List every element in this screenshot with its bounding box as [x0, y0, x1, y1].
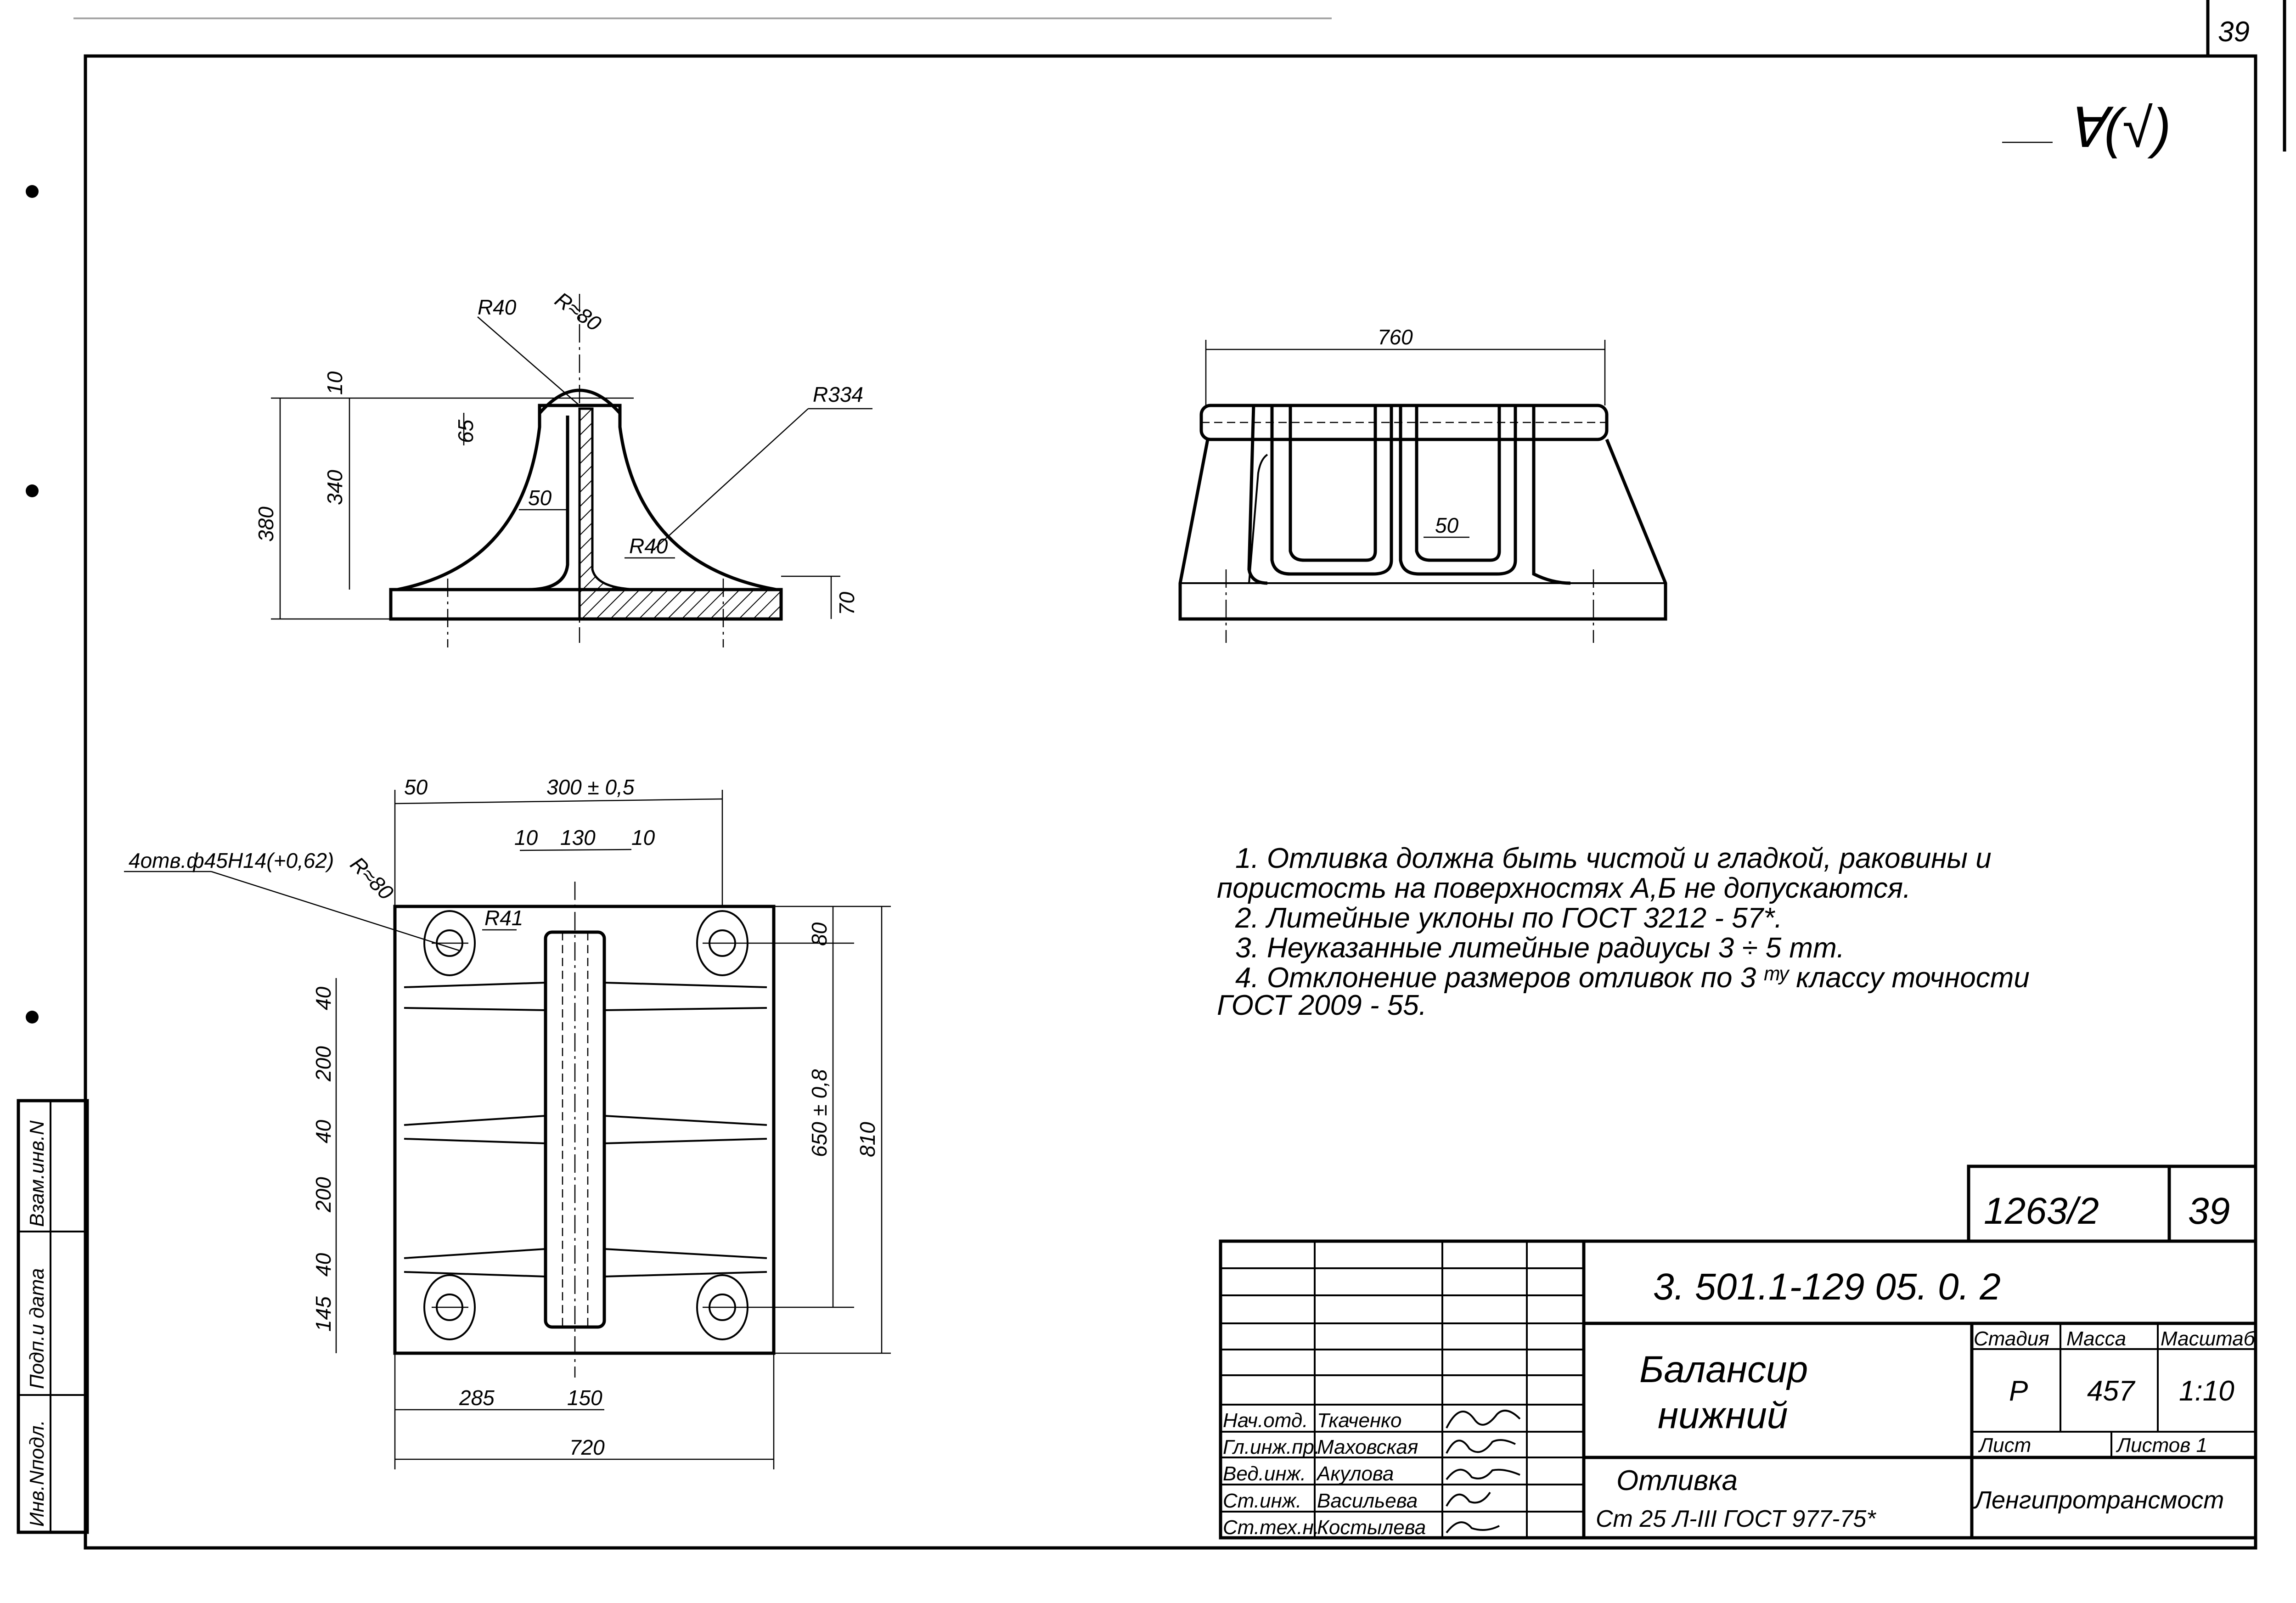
part-name-line2: нижний: [1658, 1395, 1788, 1436]
signatory-role: Нач.отд.: [1223, 1409, 1308, 1432]
signatory-role: Гл.инж.пр.: [1223, 1436, 1320, 1458]
sheets-count: Листов 1: [2116, 1434, 2207, 1457]
dim-150: 150: [567, 1386, 602, 1410]
part-name-line1: Балансир: [1639, 1349, 1808, 1390]
material-line1: Отливка: [1616, 1465, 1738, 1496]
stage-value: Р: [2009, 1375, 2028, 1407]
sheet-frame: [73, 0, 2286, 1550]
title-block: 1263/2 39 Нач.отд. Ткаченко Гл.инж.пр. М…: [1219, 1164, 2257, 1540]
dim-rib-50: 50: [1435, 513, 1459, 537]
mass-value: 457: [2087, 1375, 2136, 1407]
mounting-holes: [423, 910, 854, 1340]
note-line: 2. Литейные уклоны по ГОСТ 3212 - 57*.: [1235, 902, 1783, 934]
signatory-name: Костылева: [1317, 1516, 1426, 1539]
signatory-name: Маховская: [1317, 1436, 1418, 1458]
front-view: R40 R≈80 R334 10 65 380 340 50 R40 70: [254, 287, 872, 647]
dim-h10: 10: [323, 371, 347, 395]
dim-h65: 65: [454, 419, 478, 443]
stage-label: Стадия: [1974, 1327, 2049, 1350]
dim-holes-300: 300 ± 0,5: [546, 775, 635, 799]
dim-r41: R41: [484, 906, 523, 930]
signatories: Нач.отд. Ткаченко Гл.инж.пр. Маховская В…: [1223, 1409, 1521, 1539]
side-view: 760 50: [1178, 325, 1667, 643]
dim-10b: 10: [631, 826, 655, 849]
technical-notes: 1. Отливка должна быть чистой и гладкой,…: [1217, 843, 2030, 1021]
revision-grid: [1221, 1241, 1586, 1538]
replacement-inventory-label: Взам.инв.N: [26, 1120, 48, 1227]
dim-r40-top: R40: [478, 295, 517, 319]
material-line2: Ст 25 Л-III ГОСТ 977-75*: [1596, 1506, 1876, 1532]
dim-left-1: 40: [311, 986, 335, 1010]
signatory-name: Ткаченко: [1317, 1409, 1401, 1432]
signatory-role: Вед.инж.: [1223, 1462, 1306, 1485]
dim-left-2: 200: [311, 1046, 335, 1082]
sheet-label: Лист: [1978, 1434, 2031, 1457]
dim-h70: 70: [835, 591, 859, 615]
holes-note: 4отв.ф45Н14(+0,62): [129, 849, 334, 872]
dim-80: 80: [807, 922, 831, 946]
signatory-name: Акулова: [1316, 1462, 1394, 1485]
signatures: [1446, 1410, 1521, 1534]
dim-r334: R334: [813, 382, 863, 406]
dim-left-4: 200: [311, 1177, 335, 1213]
dim-width-760: 760: [1378, 325, 1413, 349]
dim-left-5: 40: [311, 1253, 335, 1277]
dim-r40-bottom: R40: [629, 534, 668, 558]
project-number: 1263/2: [1984, 1190, 2099, 1232]
note-line: ГОСТ 2009 - 55.: [1217, 990, 1427, 1021]
dim-130: 130: [560, 826, 596, 849]
dim-h340: 340: [323, 470, 347, 505]
signatory-role: Ст.инж.: [1223, 1490, 1301, 1512]
scale-value: 1:10: [2179, 1375, 2234, 1407]
sheet-number: 39: [2188, 1190, 2230, 1232]
scale-label: Масштаб: [2161, 1327, 2256, 1350]
side-stamp: Инв.Nподл. Подп.и дата Взам.инв.N: [17, 1099, 89, 1534]
dim-left-6: 145: [311, 1296, 335, 1332]
ribs: [404, 982, 767, 1277]
dim-left-3: 40: [311, 1119, 335, 1143]
dim-r80: R≈80: [551, 287, 606, 336]
organization: Ленгипротрансмост: [1973, 1486, 2224, 1514]
page-number: 39: [2218, 16, 2250, 48]
dim-w50: 50: [528, 486, 552, 510]
note-line: 3. Неуказанные литейные радиусы 3 ÷ 5 mm…: [1235, 932, 1845, 964]
dim-810: 810: [855, 1122, 879, 1157]
signature-date-label: Подп.и дата: [26, 1268, 48, 1389]
dim-650: 650 ± 0,8: [807, 1069, 831, 1157]
note-line: пористость на поверхностях А,Б не допуск…: [1217, 872, 1911, 904]
signatory-role: Ст.тех.н.: [1223, 1516, 1319, 1539]
roughness-symbol: ∀(√): [2066, 97, 2171, 159]
dim-r80-plan: R≈80: [346, 852, 399, 905]
inventory-original-label: Инв.Nподл.: [26, 1420, 48, 1527]
dim-10a: 10: [514, 826, 538, 849]
document-code: 3. 501.1-129 05. 0. 2: [1653, 1266, 2001, 1308]
mass-label: Масса: [2066, 1327, 2126, 1350]
binding-holes: [26, 185, 39, 1024]
dim-720: 720: [569, 1435, 605, 1459]
note-line: 4. Отклонение размеров отливок по 3 ᵐʸ к…: [1235, 962, 2030, 994]
note-line: 1. Отливка должна быть чистой и гладкой,…: [1235, 843, 1992, 874]
dim-edge-50: 50: [404, 775, 428, 799]
dim-285: 285: [459, 1386, 495, 1410]
dim-h380: 380: [254, 506, 278, 542]
signatory-name: Васильева: [1317, 1490, 1418, 1512]
plan-view: 4отв.ф45Н14(+0,62) 50 300 ± 0,5 10 130 1…: [124, 775, 891, 1469]
